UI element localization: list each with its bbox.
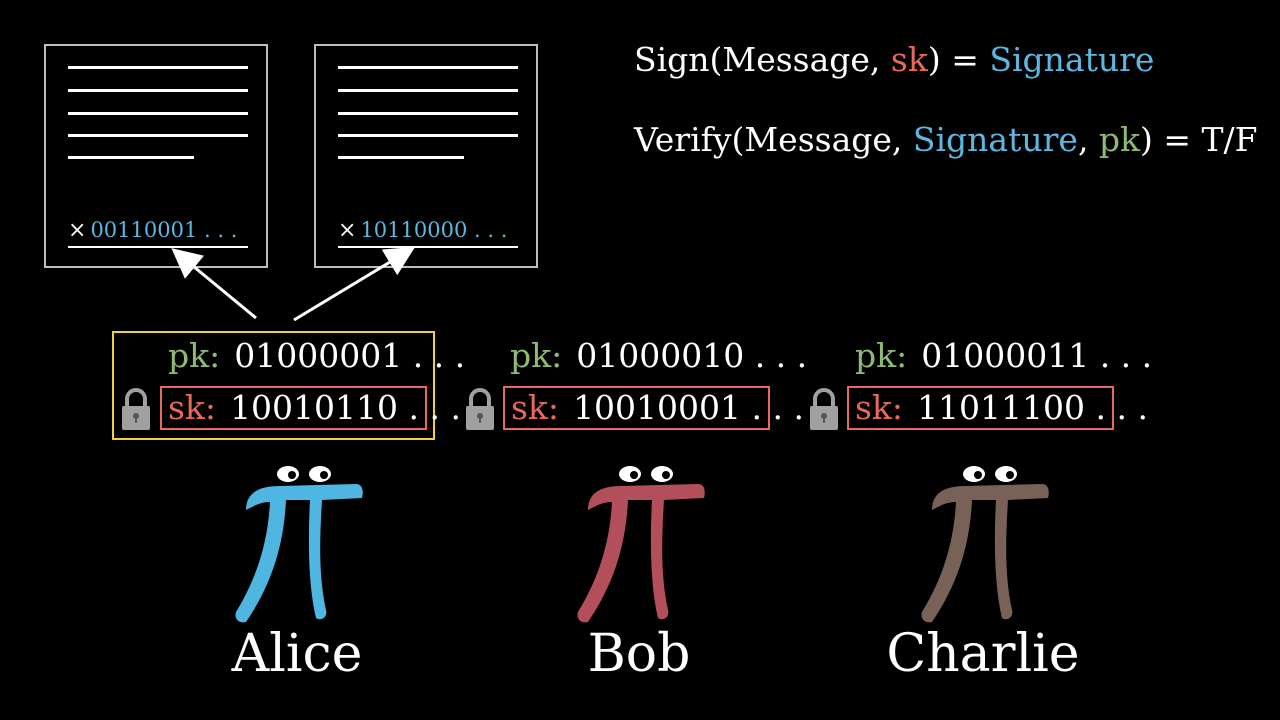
user-name-alice: Alice [231, 624, 363, 684]
text-line [68, 156, 194, 159]
secret-key: sk:11011100 . . . [847, 386, 1148, 430]
lock-icon [810, 388, 838, 430]
text-line [338, 112, 518, 115]
lock-icon [122, 388, 150, 430]
document-1: ×00110001 . . . [44, 44, 268, 268]
signature-line [68, 246, 248, 248]
lock-icon [466, 388, 494, 430]
times-icon: × [68, 218, 87, 243]
text-line [338, 89, 518, 92]
verify-equation: Verify(Message, Signature, pk) = T/F [634, 120, 1258, 159]
text-line [68, 89, 248, 92]
user-name-bob: Bob [587, 624, 691, 684]
text-line [338, 134, 518, 137]
public-key: pk:01000010 . . . [510, 336, 808, 375]
selected-user-highlight [112, 331, 435, 440]
pi-creature-icon [577, 466, 705, 623]
signature-field: ×00110001 . . . [68, 218, 237, 243]
pi-creature-icon [921, 466, 1049, 623]
signature-bits: 10110000 . . . [360, 218, 508, 242]
secret-key: sk:10010001 . . . [503, 386, 804, 430]
text-line [338, 156, 464, 159]
text-line [68, 112, 248, 115]
text-line [68, 66, 248, 69]
public-key: pk:01000001 . . . [168, 336, 466, 375]
public-key: pk:01000011 . . . [855, 336, 1153, 375]
signature-bits: 00110001 . . . [90, 218, 238, 242]
secret-key: sk:10010110 . . . [160, 386, 461, 430]
sign-equation: Sign(Message, sk) = Signature [634, 40, 1155, 79]
signature-field: ×10110000 . . . [338, 218, 507, 243]
text-line [338, 66, 518, 69]
user-name-charlie: Charlie [886, 624, 1080, 684]
document-2: ×10110000 . . . [314, 44, 538, 268]
pi-creature-icon [235, 466, 363, 623]
text-line [68, 134, 248, 137]
signature-line [338, 246, 518, 248]
times-icon: × [338, 218, 357, 243]
